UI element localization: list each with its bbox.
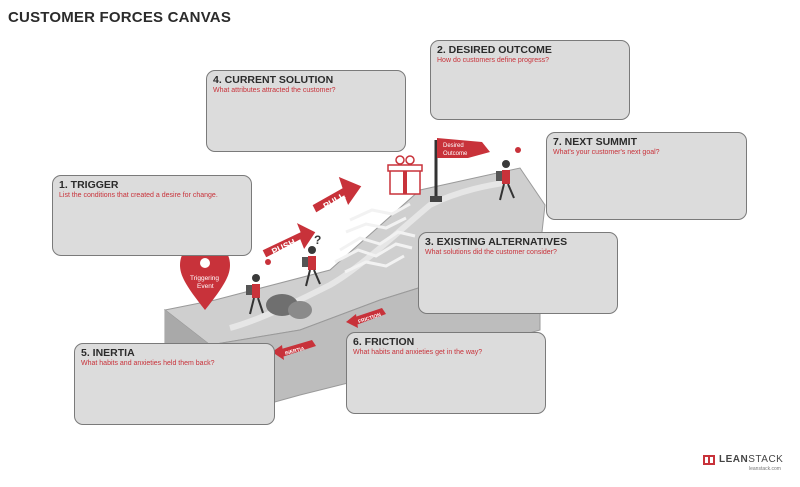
inertia-box[interactable]: 5. INERTIA What habits and anxieties hel… [74, 343, 275, 425]
friction-box[interactable]: 6. FRICTION What habits and anxieties ge… [346, 332, 546, 414]
trigger-title: 1. TRIGGER [59, 179, 119, 191]
inertia-arrow: INERTIA [272, 340, 316, 360]
current-solution-subtitle: What attributes attracted the customer? [213, 87, 336, 94]
current-solution-title: 4. CURRENT SOLUTION [213, 74, 334, 86]
trigger-box[interactable]: 1. TRIGGER List the conditions that crea… [52, 175, 252, 256]
hiker-3 [496, 147, 521, 201]
hiker-2: ? [302, 233, 321, 287]
pull-arrow: PULL [311, 175, 363, 214]
current-solution-box[interactable]: 4. CURRENT SOLUTION What attributes attr… [206, 70, 406, 152]
hiker-1 [246, 259, 271, 315]
next-summit-subtitle: What's your customer's next goal? [553, 149, 660, 156]
triggering-event-pin: Triggering Event [180, 240, 230, 310]
desired-outcome-subtitle: How do customers define progress? [437, 57, 550, 64]
existing-alternatives-box[interactable]: 3. EXISTING ALTERNATIVES What solutions … [418, 232, 618, 314]
brand-name-light: STACK [748, 454, 784, 465]
next-summit-title: 7. NEXT SUMMIT [553, 136, 638, 148]
page-title: CUSTOMER FORCES CANVAS [8, 9, 232, 26]
inertia-title: 5. INERTIA [81, 347, 135, 359]
friction-subtitle: What habits and anxieties get in the way… [353, 349, 483, 356]
question-mark: ? [314, 233, 321, 247]
inertia-tag-label: INERTIA [284, 346, 305, 357]
existing-alternatives-subtitle: What solutions did the customer consider… [425, 249, 557, 256]
leanstack-logo-icon [703, 455, 715, 465]
rocks [266, 294, 312, 319]
push-arrow: PUSH [261, 220, 317, 259]
desired-outcome-title: 2. DESIRED OUTCOME [437, 44, 552, 56]
brand-url: leanstack.com [749, 466, 781, 472]
pin-text-line1: Triggering [190, 275, 219, 282]
next-summit-box[interactable]: 7. NEXT SUMMIT What's your customer's ne… [546, 132, 747, 220]
maze [334, 202, 416, 274]
trigger-subtitle: List the conditions that created a desir… [59, 192, 218, 199]
friction-title: 6. FRICTION [353, 336, 415, 348]
brand-name: LEANSTACK [719, 454, 783, 465]
desired-outcome-box[interactable]: 2. DESIRED OUTCOME How do customers defi… [430, 40, 630, 120]
inertia-subtitle: What habits and anxieties held them back… [81, 360, 215, 367]
gift-box [387, 155, 423, 195]
brand-name-bold: LEAN [719, 454, 749, 465]
pin-text-line2: Event [197, 283, 214, 290]
existing-alternatives-title: 3. EXISTING ALTERNATIVES [425, 236, 568, 248]
flag-text-line1: Desired [443, 143, 464, 149]
desired-outcome-flag: Desired Outcome [430, 138, 490, 202]
flag-text-line2: Outcome [443, 151, 468, 157]
